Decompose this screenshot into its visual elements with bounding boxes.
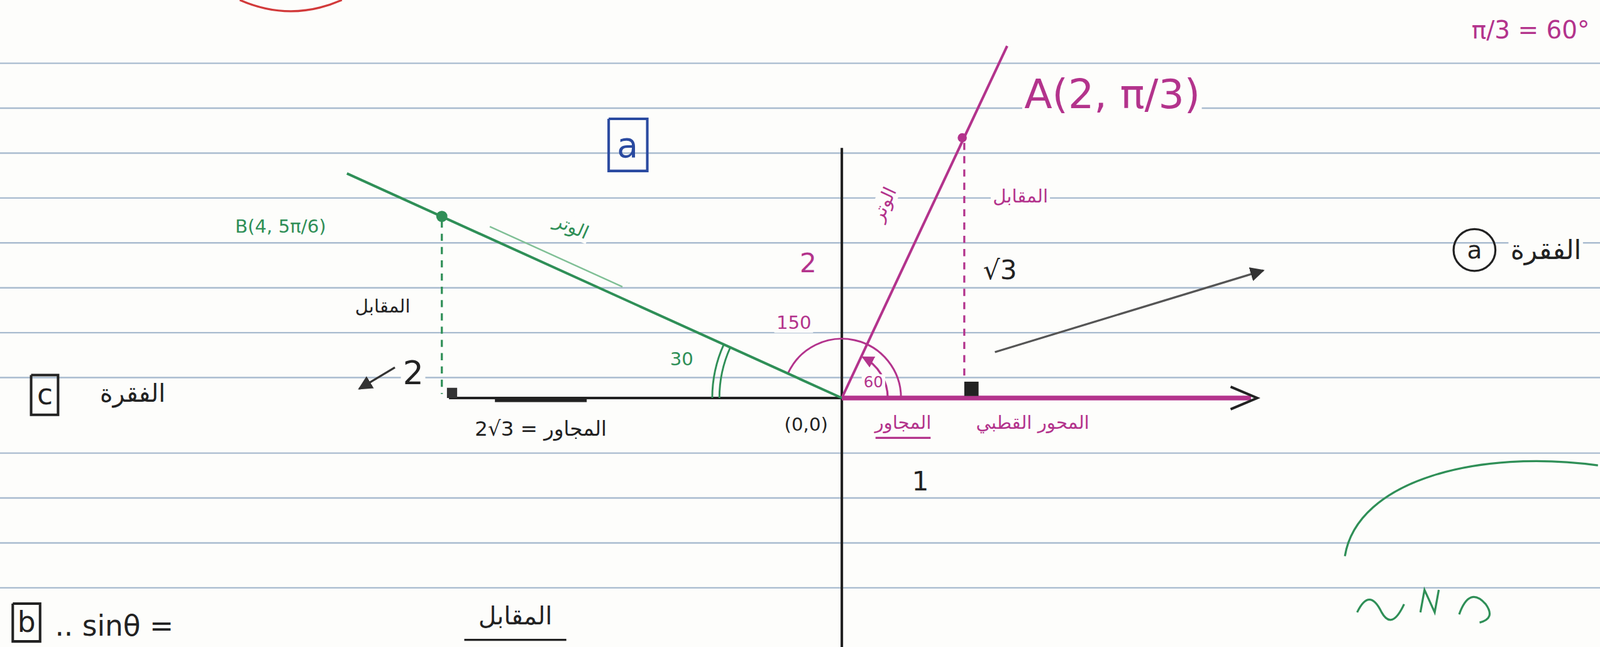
circled-part-letter: a: [1452, 227, 1497, 273]
ruled-line: [0, 152, 1600, 154]
right-angle-mark: [964, 381, 979, 397]
dashed-height-b: [440, 220, 443, 395]
right-angle-mark: [446, 387, 458, 398]
hypotenuse-mark: [489, 226, 623, 287]
length-label: 1: [909, 467, 931, 497]
part-note: الفقرة: [98, 380, 168, 408]
angle-label: 60: [861, 374, 886, 392]
ray-b: [347, 173, 842, 398]
length-label: √3: [981, 255, 1020, 285]
point-b: [436, 210, 448, 222]
boxed-part-letter: c: [30, 373, 61, 417]
angle-arc-30: [712, 344, 724, 398]
ray-a: [841, 45, 1008, 398]
side-label: المقابل: [990, 186, 1050, 207]
ruled-line: [0, 107, 1600, 109]
ruled-line: [0, 497, 1600, 499]
angle-label: 30: [667, 348, 696, 370]
adjacent-segment: [494, 397, 587, 402]
ruled-line: [0, 452, 1600, 454]
ruled-lines: [0, 63, 1600, 588]
circle-outline: [1453, 228, 1496, 271]
angle-arc-30: [719, 347, 730, 398]
polar-axis: [841, 395, 1252, 400]
side-label: المقابل: [352, 296, 412, 317]
side-label: المجاور: [872, 412, 933, 433]
box-outline: [12, 603, 40, 642]
box-outline: [607, 118, 647, 172]
fraction-numerator: المقابل: [476, 602, 555, 630]
underline: [875, 436, 932, 439]
boxed-part-letter: a: [606, 117, 649, 173]
fraction-bar: [464, 638, 567, 641]
part-letter: c: [37, 380, 53, 409]
side-label: الوتر: [549, 209, 595, 244]
angle-arc-150: [788, 338, 902, 398]
part-letter: a: [616, 127, 639, 163]
point-label: A(2, π/3): [1022, 71, 1203, 117]
boxed-part-letter: b: [11, 602, 42, 644]
ruled-line: [0, 587, 1600, 589]
part-letter: a: [1466, 237, 1482, 263]
length-label: 2√3 = المجاور: [472, 417, 609, 441]
dashed-height-a: [963, 142, 966, 382]
note-arrow: [995, 270, 1264, 353]
axis-arrowhead: [1230, 386, 1257, 410]
red-mark: [239, 0, 342, 12]
point-a: [957, 133, 967, 143]
ruled-line: [0, 541, 1600, 544]
signature-curve: [1344, 460, 1599, 556]
side-label: الوتر: [866, 181, 902, 227]
part-letter: b: [17, 607, 36, 637]
signature-scribble: [1357, 589, 1490, 623]
axis-label: المحور القطبي: [973, 412, 1092, 433]
angle-label: 150: [774, 312, 814, 333]
ruled-line: [0, 197, 1600, 199]
ruled-line: [0, 286, 1600, 288]
ruled-line: [0, 242, 1600, 244]
origin-label: (0,0): [782, 414, 830, 435]
point-label: B(4, 5π/6): [233, 216, 329, 237]
angle-note: π/3 = 60°: [1469, 16, 1592, 45]
formula: .. sinθ =: [52, 611, 176, 643]
note-arrow: [358, 367, 395, 389]
part-note: الفقرة: [1508, 235, 1584, 265]
ruled-line: [0, 62, 1600, 64]
length-label: 2: [401, 355, 427, 392]
length-label: 2: [797, 248, 819, 278]
box-outline: [31, 374, 59, 415]
